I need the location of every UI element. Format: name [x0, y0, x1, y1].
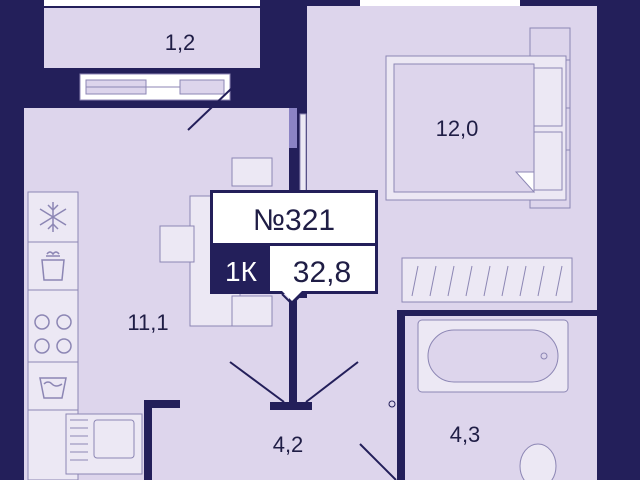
window-top-left [44, 0, 260, 6]
apartment-type: 1К [225, 256, 258, 287]
hob-icon [34, 314, 72, 354]
pot-icon [41, 251, 65, 281]
snowflake-icon [39, 202, 67, 232]
washing-icon [39, 377, 67, 399]
bathtub [417, 319, 569, 393]
balcony-door [187, 87, 233, 131]
room-area-bedroom: 12,0 [436, 116, 479, 141]
balcony-floor [44, 8, 260, 68]
wall-bedroom-left [297, 6, 307, 108]
partition-accent [289, 108, 297, 148]
toilet [519, 443, 557, 480]
bed [385, 55, 567, 201]
apartment-area: 32,8 [293, 256, 351, 289]
wall-hall-bath [397, 310, 405, 480]
wardrobe [401, 257, 573, 303]
room-area-balcony: 1,2 [165, 30, 196, 55]
wall-hall-stub [270, 402, 312, 410]
wall-kitchen-hall-v [144, 400, 152, 480]
window-top-right [360, 0, 520, 6]
apartment-badge: №321 1К 32,8 [210, 190, 378, 306]
room-area-hall: 4,2 [273, 432, 304, 457]
hall-doors [229, 361, 397, 480]
hall-floor [144, 298, 406, 480]
wall-bath-top [397, 310, 597, 316]
room-area-bathroom: 4,3 [450, 422, 481, 447]
room-area-kitchen: 11,1 [127, 310, 168, 335]
apartment-number: №321 [253, 204, 335, 237]
kitchen-sink [65, 413, 143, 475]
bath-marker [388, 400, 396, 408]
balcony-window [79, 73, 231, 101]
wall-kitchen-hall [144, 400, 180, 408]
